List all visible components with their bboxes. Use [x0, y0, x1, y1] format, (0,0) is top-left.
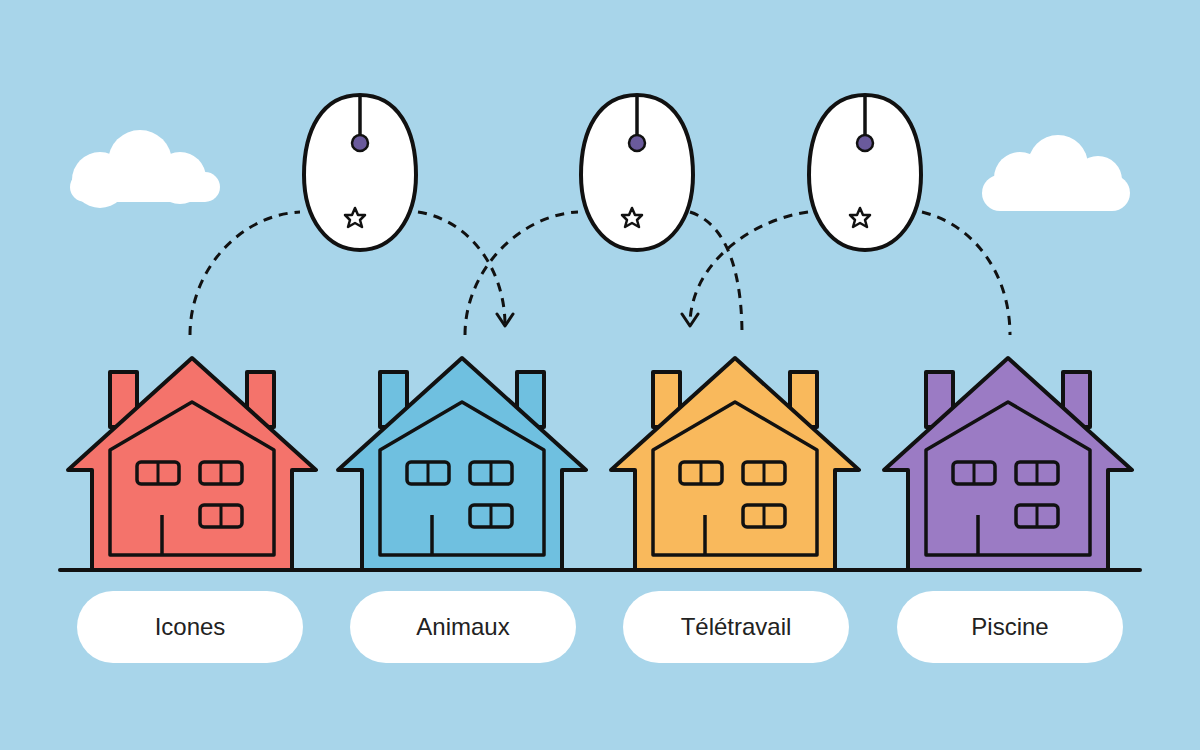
label-pill: Icones	[77, 591, 303, 663]
cloud	[982, 135, 1130, 211]
dashed-arrow	[418, 212, 505, 325]
computer-mouse	[809, 95, 921, 250]
dashed-arrow	[690, 212, 808, 325]
computer-mouse	[581, 95, 693, 250]
label-pill: Piscine	[897, 591, 1123, 663]
dashed-arc	[190, 212, 300, 335]
dashed-arrows	[190, 212, 1010, 335]
ground-line	[60, 568, 1140, 572]
house	[884, 358, 1132, 570]
dashed-arc	[690, 212, 742, 335]
house	[611, 358, 859, 570]
label-pill: Télétravail	[623, 591, 849, 663]
computer-mouse	[304, 95, 416, 250]
label-text: Icones	[155, 613, 226, 642]
dashed-arc	[465, 212, 578, 335]
label-pill: Animaux	[350, 591, 576, 663]
cloud	[70, 130, 220, 208]
label-text: Piscine	[971, 613, 1048, 642]
house	[338, 358, 586, 570]
house	[68, 358, 316, 570]
label-text: Animaux	[416, 613, 509, 642]
dashed-arc	[922, 212, 1010, 335]
label-text: Télétravail	[681, 613, 792, 642]
